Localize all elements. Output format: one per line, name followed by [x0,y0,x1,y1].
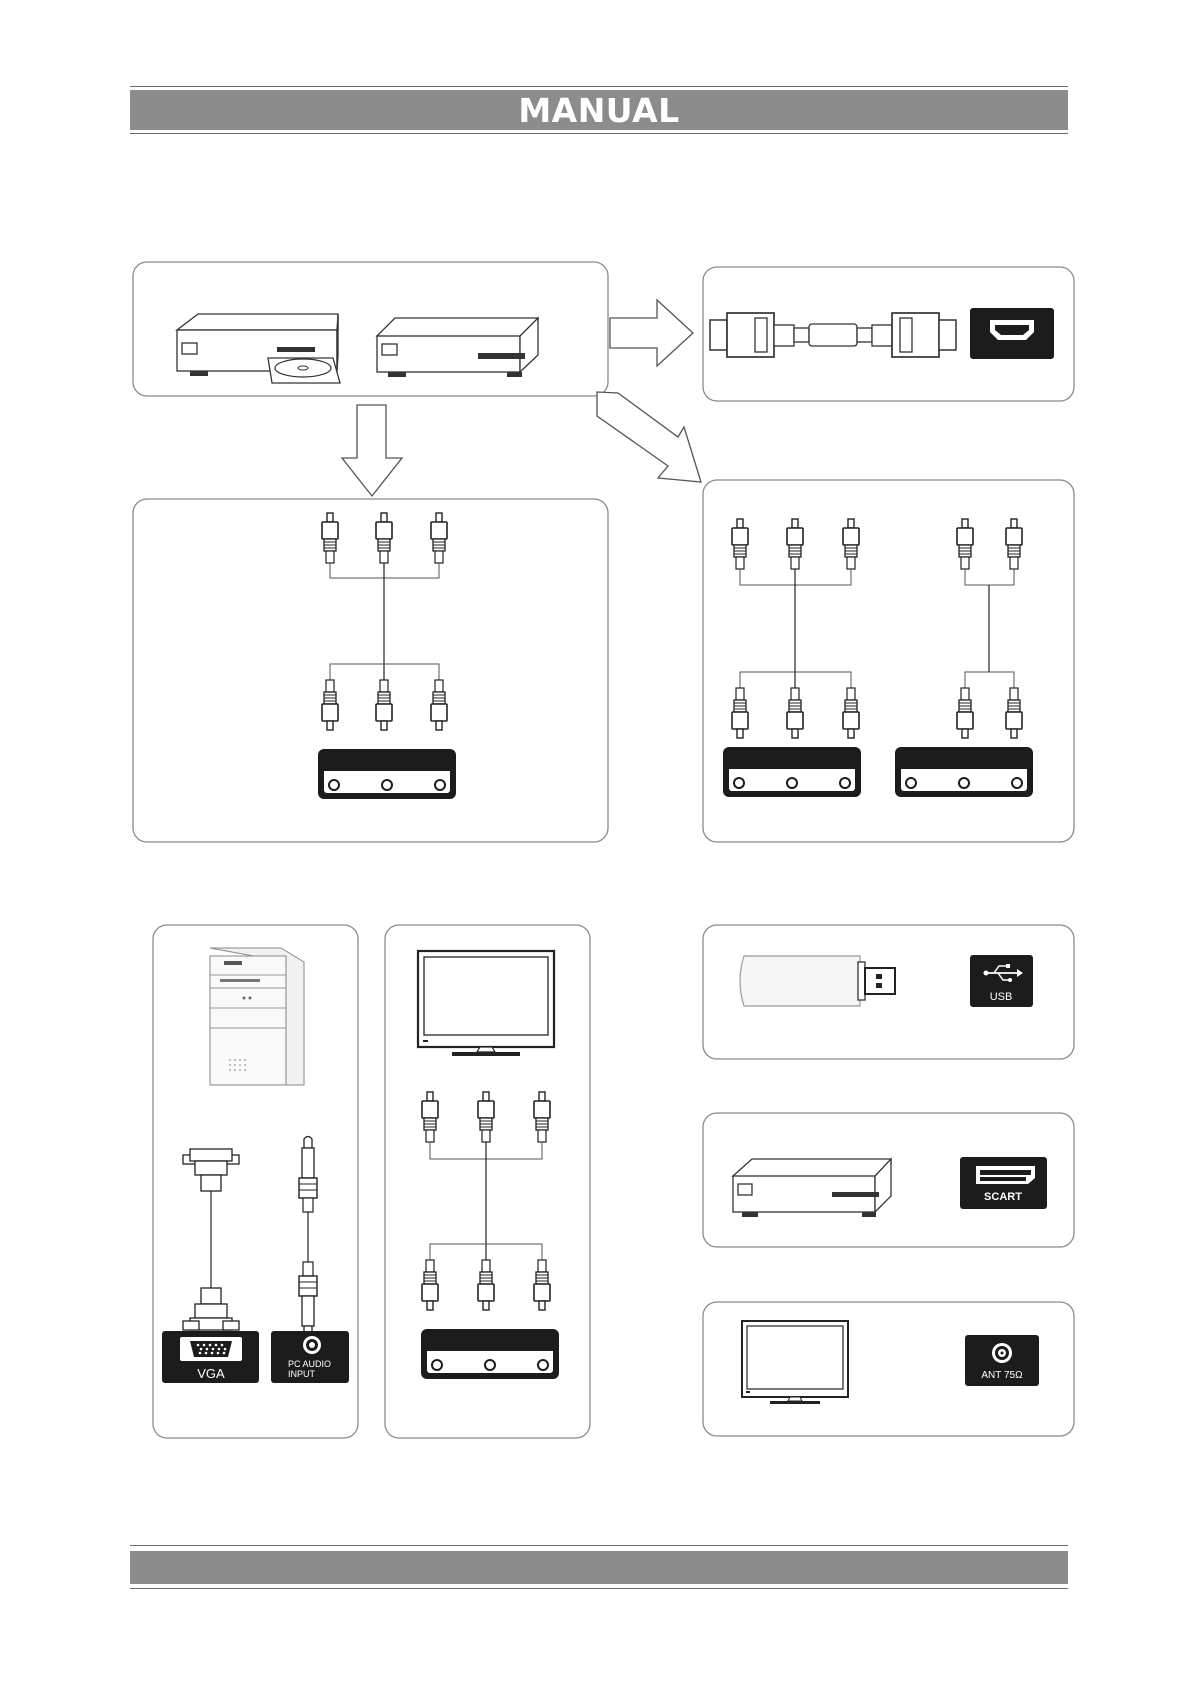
arrow-to-composite [342,405,402,496]
av-jack-panel-icon [318,749,456,799]
pc-audio-label-line1: PC AUDIO [288,1359,331,1369]
vga-cable-icon [183,1149,239,1330]
rca-cable-icon [322,513,447,730]
scart-source-box-icon [733,1159,891,1217]
antenna-port-icon: ANT 75Ω [965,1335,1039,1386]
hdmi-port-icon [970,308,1054,359]
tv-monitor-icon [418,951,554,1056]
dvd-player-icon [177,314,340,383]
pc-tower-icon [210,948,304,1085]
scart-port-label: SCART [984,1191,1022,1203]
av-out-rca-cable-icon [422,1092,550,1310]
hdmi-cable-icon [710,313,956,357]
usb-port-label: USB [990,991,1013,1003]
arrow-to-component [597,392,701,482]
antenna-port-label: ANT 75Ω [981,1370,1023,1381]
set-top-box-icon [377,318,538,377]
vga-port-icon: VGA [162,1331,259,1383]
component-jack-panel-icon [723,747,861,797]
audio-cable-icon [299,1137,317,1337]
audio-rca-cable-icon [957,519,1022,738]
component-cable-icon [732,519,859,738]
scart-port-icon: SCART [960,1157,1047,1209]
pc-audio-port-icon: PC AUDIO INPUT [271,1331,349,1383]
arrow-to-hdmi [610,300,693,366]
usb-stick-icon [740,956,895,1006]
audio-jack-panel-icon [895,747,1033,797]
usb-port-icon: USB [970,955,1033,1007]
pc-audio-label-line2: INPUT [288,1369,316,1379]
av-out-jack-panel-icon [421,1329,559,1379]
vga-port-label: VGA [197,1366,225,1381]
antenna-tv-icon [742,1321,848,1404]
